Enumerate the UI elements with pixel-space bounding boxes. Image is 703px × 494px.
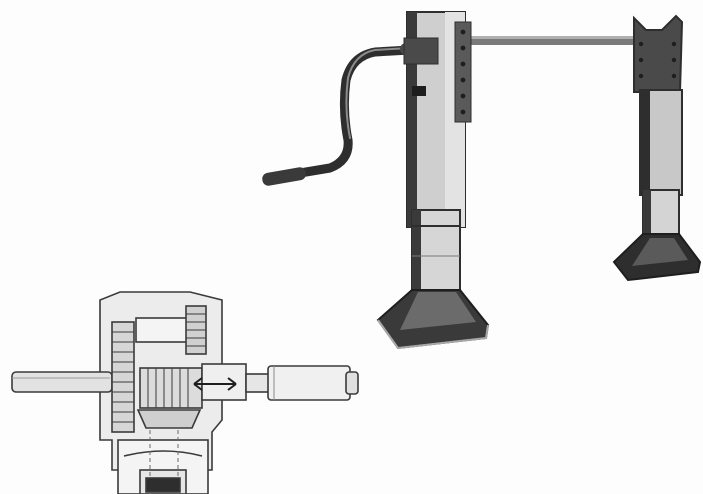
main-leg <box>376 11 490 350</box>
rear-flange-bolts <box>638 41 677 79</box>
large-gear-teeth <box>112 331 134 423</box>
gearbox-cross-section <box>11 291 359 494</box>
crank-handle <box>262 43 415 186</box>
cross-shaft <box>465 36 645 45</box>
secondary-leg <box>612 14 702 282</box>
flange-bolts <box>460 29 466 115</box>
